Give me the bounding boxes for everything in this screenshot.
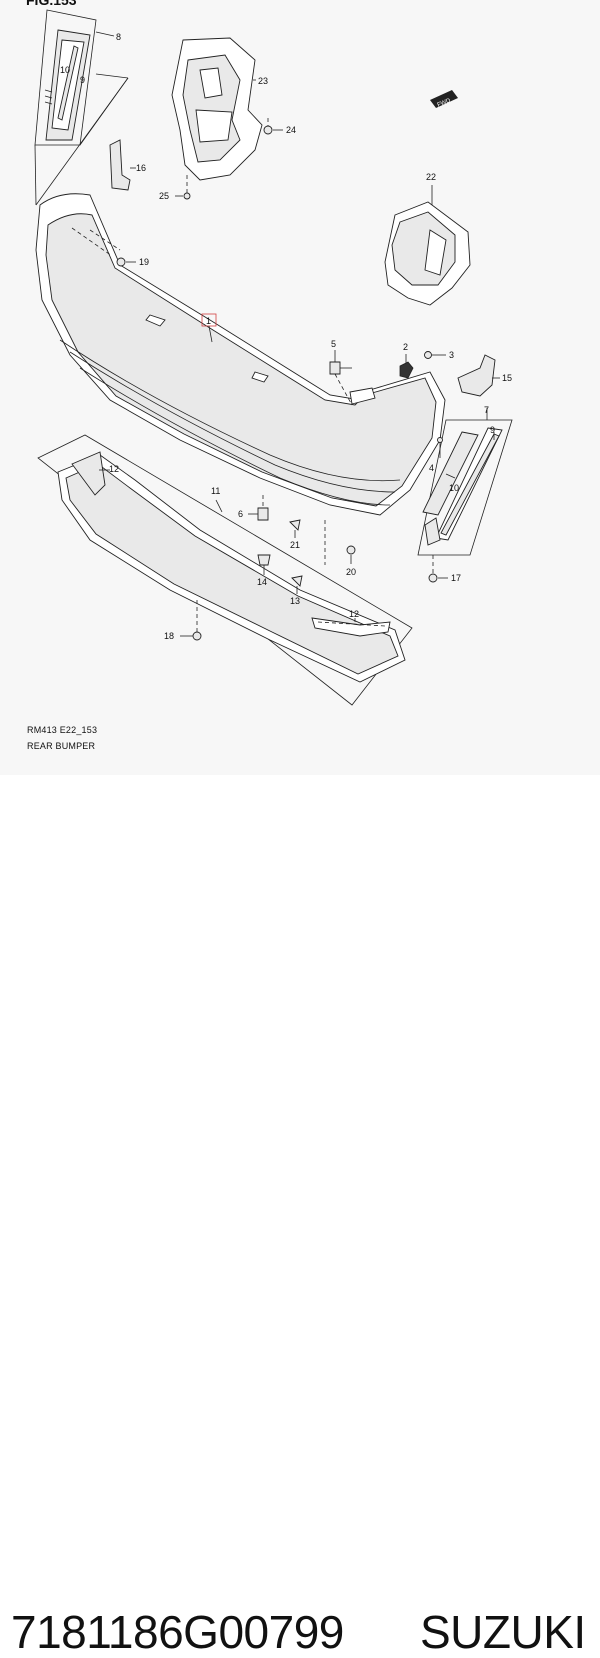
inset-box-right (417, 408, 513, 556)
part-18-clip (180, 600, 202, 641)
callout-1: 1 (206, 316, 211, 326)
part-22-splash-guard (384, 185, 471, 306)
bumper-exploded-view: FWD (34, 9, 513, 706)
part-21-clip (289, 519, 301, 538)
fwd-arrow-icon: FWD (430, 90, 458, 109)
callout-17: 17 (451, 573, 461, 583)
brand-name: SUZUKI (420, 1606, 586, 1658)
callout-5: 5 (331, 339, 336, 349)
svg-text:FWD: FWD (437, 98, 453, 109)
part-6-bolt (248, 495, 269, 521)
callout-19: 19 (139, 257, 149, 267)
figure-title: REAR BUMPER (27, 741, 96, 751)
callout-4: 4 (429, 463, 434, 473)
part-14-clip (257, 554, 271, 575)
footer: 7181186G00799 SUZUKI (0, 775, 600, 1655)
part-17-clip (428, 555, 448, 583)
part-16-bracket (109, 139, 136, 191)
callout-12-bottom: 12 (349, 609, 359, 619)
callout-9-top: 9 (80, 75, 85, 85)
part-24-bolt (263, 118, 283, 135)
part-20-nut (324, 520, 356, 565)
callout-25: 25 (159, 191, 169, 201)
callout-2: 2 (403, 342, 408, 352)
parts-diagram: FIG.153 (0, 0, 600, 775)
callout-3: 3 (449, 350, 454, 360)
callout-11: 11 (211, 486, 220, 496)
callout-24: 24 (286, 125, 296, 135)
part-3-clip (424, 351, 446, 359)
callout-16: 16 (136, 163, 146, 173)
part-15-bracket (457, 354, 500, 397)
callout-14: 14 (257, 577, 267, 587)
callout-10-right: 10 (449, 483, 459, 493)
part-4-screw (437, 437, 443, 458)
callout-8: 8 (116, 32, 121, 42)
callout-23: 23 (258, 76, 268, 86)
part-1-rear-bumper (35, 193, 446, 516)
callout-6: 6 (238, 509, 243, 519)
part-2-nut (399, 354, 414, 379)
figure-code: RM413 E22_153 (27, 725, 98, 735)
callout-18: 18 (164, 631, 174, 641)
part-number: 7181186G00799 (11, 1606, 344, 1658)
inset-box-top-left (34, 9, 129, 146)
callout-21: 21 (290, 540, 300, 550)
callout-13: 13 (290, 596, 300, 606)
callout-20: 20 (346, 567, 356, 577)
callout-22: 22 (426, 172, 436, 182)
part-25-screw (175, 175, 191, 200)
part-11-lower-valance (37, 434, 413, 706)
callout-12-top: 12 (109, 464, 119, 474)
part-5-bolt (329, 350, 353, 406)
callout-9-right: 9 (490, 425, 495, 435)
callout-15: 15 (502, 373, 512, 383)
part-19-nut (116, 257, 136, 267)
callout-10-top: 10 (60, 65, 70, 75)
figure-header: FIG.153 (26, 0, 77, 8)
part-23-splash-guard (171, 37, 263, 181)
callout-7: 7 (484, 405, 489, 415)
part-13-clip (291, 575, 303, 594)
